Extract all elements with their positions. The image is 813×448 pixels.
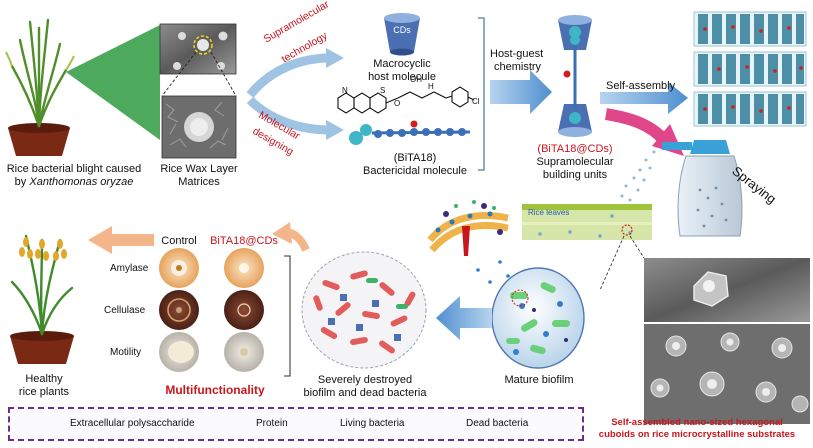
motility-row-label: Motility [110,347,142,358]
bita18cds-label: (BiTA18@CDs) [537,143,613,155]
self-assembled-stacks-icon [693,11,807,127]
self-assembly-label: Self-assembly [606,80,676,92]
petri-control-amylase [159,248,199,288]
zoom-lines [161,51,237,97]
sem-wax-closeup-image [161,95,237,159]
disease-label-by: by [14,176,27,188]
spray-bottle-icon [662,140,743,237]
disease-label-line1: Rice bacterial blight caused [6,163,142,175]
legend-dead-label: Dead bacteria [466,418,529,429]
legend-box [8,407,584,441]
cuboids-label-line2: cuboids on rice microcrystalline substra… [598,429,796,440]
chem-oh: OH [410,75,422,84]
zoom-beam [66,25,160,140]
wax-label-line1: Rice Wax Layer [160,163,238,175]
leaf-zoom-lines [599,235,645,291]
disease-species: Xanthomonas oryzae [29,176,134,188]
wax-label-line2: Matrices [178,176,220,188]
chem-o: O [394,99,401,108]
chem-cl: Cl [472,97,480,106]
sem-hexagonal-cuboids-image [644,258,810,424]
amylase-row-label: Amylase [110,263,149,274]
bita18-label: (BiTA18) [393,152,437,164]
disease-label-line2: by Xanthomonas oryzae [2,176,146,188]
cuboids-label-line1: Self-assembled nano-sized hexagonal [611,417,783,428]
petri-control-motility [159,332,199,372]
bita18-chemical-structure [337,86,475,114]
building-units-line2: building units [542,169,608,181]
multifunctionality-label: Multifunctionality [165,383,265,397]
petri-control-cellulase [159,290,199,330]
bracket-line [478,17,485,171]
branch-arrows [246,48,344,140]
host-label-line1: Macrocyclic [373,58,431,70]
legend-living-label: Living bacteria [340,418,405,429]
rice-leaves-label: Rice leaves [528,208,570,217]
destroyed-label-line1: Severely destroyed [317,374,413,386]
rice-leaf-strip-image [522,204,652,240]
diseased-rice-plant-icon [5,18,75,156]
hostguest-label-line2: chemistry [494,61,542,73]
healthy-label-line2: rice plants [18,386,70,398]
healthy-label-line1: Healthy [25,373,63,385]
petri-treated-cellulase [224,290,264,330]
orange-arrow-up-head [272,222,292,244]
assay-bracket [284,255,291,377]
healthy-rice-plant-icon [10,234,74,364]
mature-biofilm-label: Mature biofilm [504,374,574,386]
bita18-ball-model [349,120,471,145]
host-guest-arrow [490,70,552,114]
legend-protein-label: Protein [256,418,288,429]
destroyed-label-line2: biofilm and dead bacteria [303,387,427,399]
chem-n: N [342,86,348,95]
disruption-arrow [436,296,492,340]
supramolecular-building-unit-icon [558,15,592,137]
destroyed-biofilm-icon [301,251,427,369]
chem-s: S [380,86,386,95]
cellulase-row-label: Cellulase [104,305,146,316]
cyclodextrin-cone-icon [384,13,420,56]
host-label-line2: host molecule [368,71,436,83]
sem-wax-surface-image [159,23,237,75]
hostguest-label-line1: Host-guest [490,48,544,60]
control-column-label: Control [161,235,197,247]
self-assembly-arrow [600,82,688,114]
bactericidal-label: Bactericidal molecule [363,165,467,177]
scattered-particles [476,260,510,284]
petri-treated-motility [224,332,264,372]
mature-biofilm-icon [491,267,585,369]
treated-column-label: BiTA18@CDs [210,235,278,247]
membrane-bilayer-icon [427,200,509,256]
cds-label: CDs [393,25,411,35]
building-units-line1: Supramolecular [536,156,614,168]
chem-h: H [428,82,434,91]
orange-arrow-left [88,226,154,254]
petri-treated-amylase [224,248,264,288]
legend-eps-label: Extracellular polysaccharide [70,418,195,429]
